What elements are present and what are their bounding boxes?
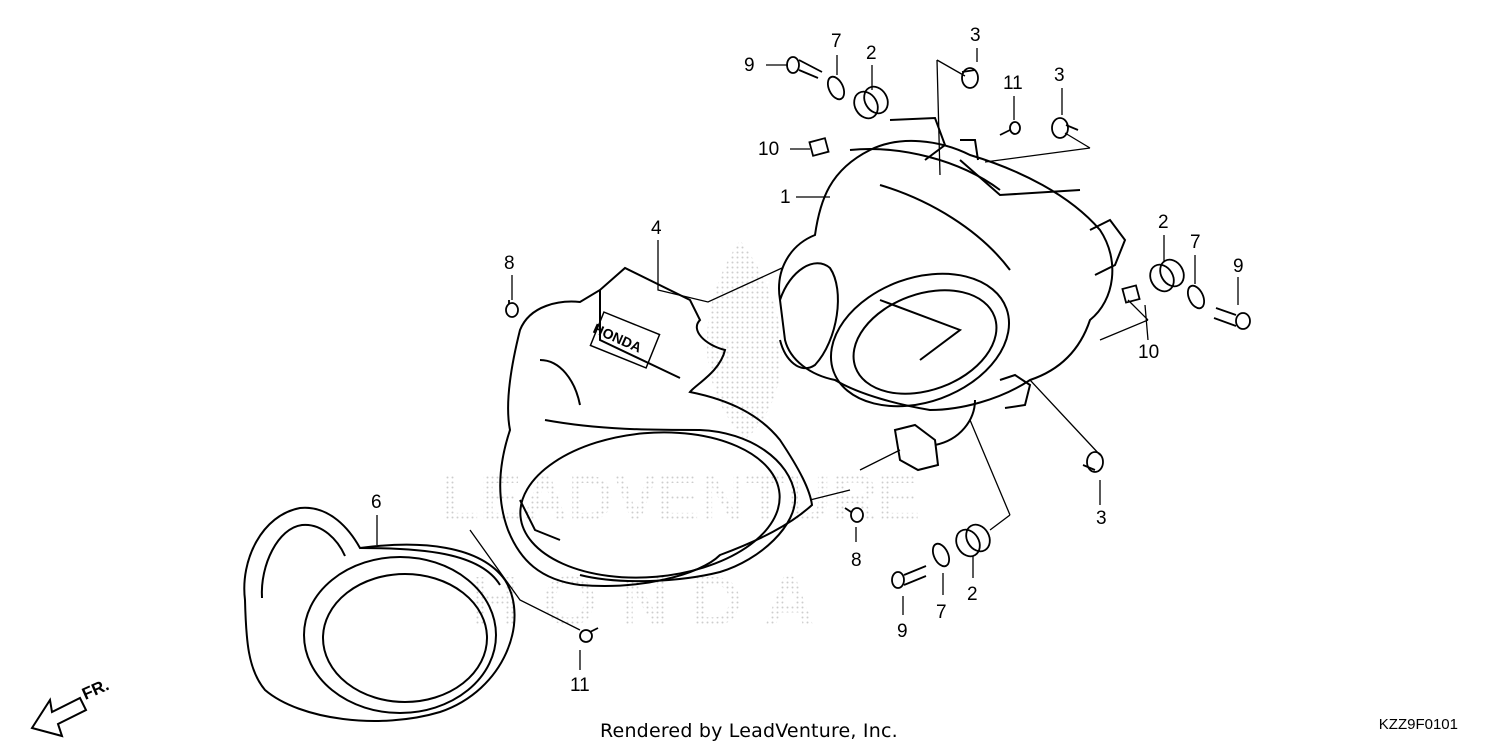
screw-8-bottom (844, 507, 864, 523)
watermark-leadventure: LEADVENTURE (440, 462, 920, 534)
screw-9-top (786, 56, 823, 79)
clip-10-right (1121, 284, 1141, 304)
callout-9: 9 (897, 621, 908, 642)
front-direction-arrow (30, 696, 88, 738)
washer-7-bottom (931, 542, 951, 568)
watermark-honda: HONDA (470, 562, 837, 640)
callout-3: 3 (1054, 65, 1065, 86)
callout-6: 6 (371, 492, 382, 513)
screw-9-right (1213, 307, 1251, 330)
callout-3: 3 (970, 25, 981, 46)
screw-9-bottom (891, 565, 927, 589)
collar-3-top (961, 67, 979, 89)
callout-9: 9 (1233, 256, 1244, 277)
callout-1: 1 (780, 187, 791, 208)
callout-8: 8 (504, 253, 515, 274)
leader-lines (376, 48, 1239, 670)
callout-7: 7 (831, 31, 842, 52)
callout-2: 2 (967, 584, 978, 605)
grommet-2-bottom (955, 523, 991, 558)
hardware (505, 56, 1251, 643)
screw-11-bottom (579, 627, 599, 643)
washer-7-top (826, 75, 846, 101)
callout-2: 2 (1158, 212, 1169, 233)
callout-2: 2 (866, 43, 877, 64)
grommet-2-right (1149, 258, 1185, 293)
grommet-2-top (853, 85, 889, 120)
callout-9: 9 (744, 55, 755, 76)
watermark: LEADVENTURE HONDA (440, 240, 920, 640)
callout-10: 10 (758, 139, 780, 160)
callout-7: 7 (1190, 232, 1201, 253)
screw-8-left (505, 300, 519, 318)
diagram-code: KZZ9F0101 (1378, 716, 1458, 733)
headlight-unit-part-1 (778, 116, 1127, 472)
render-credit: Rendered by LeadVenture, Inc. (600, 720, 898, 742)
callout-7: 7 (936, 602, 947, 623)
collar-3-bottom (1082, 451, 1104, 473)
screw-11-top (999, 121, 1021, 136)
callout-11: 11 (570, 675, 590, 696)
washer-7-right (1186, 284, 1206, 310)
callout-3: 3 (1096, 508, 1107, 529)
callout-10: 10 (1138, 342, 1160, 363)
callout-11: 11 (1003, 73, 1023, 94)
collar-3-right (1051, 117, 1079, 139)
callout-8: 8 (851, 550, 862, 571)
clip-10-left (808, 137, 830, 157)
callout-4: 4 (651, 218, 662, 239)
headlight-rim-part-6 (243, 506, 516, 722)
